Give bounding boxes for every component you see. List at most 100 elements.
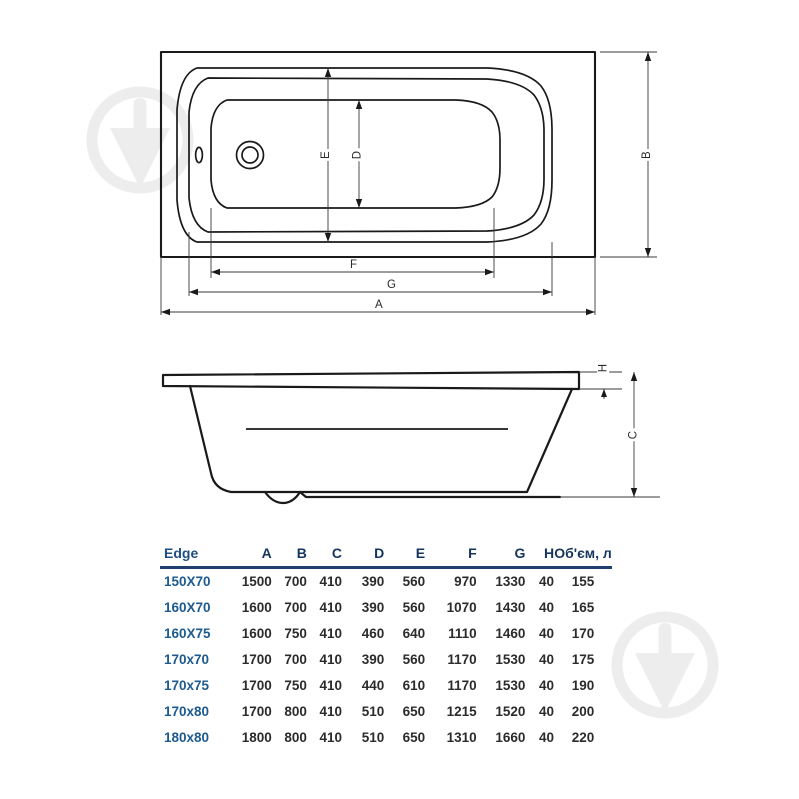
cell-g: 1460 [495,626,526,641]
cell-a: 1700 [241,678,272,693]
cell-h: 40 [539,600,555,615]
cell-b: 700 [284,574,307,589]
dimension-label-A: A [373,299,385,311]
cell-h: 40 [539,704,555,719]
cell-volume: 190 [571,678,595,693]
column-header-b: B [296,545,307,561]
cell-volume: 170 [571,626,595,641]
cell-f: 1215 [446,704,477,719]
cell-volume: 165 [571,600,595,615]
cell-volume: 200 [571,704,595,719]
cell-volume: 155 [571,574,595,589]
cell-f: 1070 [446,600,477,615]
column-header-c: C [331,545,342,561]
cell-c: 410 [319,574,342,589]
cell-model: 170x80 [164,704,210,719]
cell-g: 1530 [495,652,526,667]
column-header-h: H [543,545,555,561]
dimension-A [161,308,595,316]
cell-model: 160X70 [164,600,211,615]
cell-e: 640 [402,626,426,641]
cell-d: 390 [361,600,385,615]
cell-model: 170x70 [164,652,210,667]
column-header-a: A [261,545,272,561]
cell-f: 1170 [447,678,477,693]
cell-g: 1660 [495,730,526,745]
dimension-C [560,372,660,498]
tub-base-edge [298,490,562,499]
cell-d: 460 [361,626,385,641]
cell-h: 40 [539,652,555,667]
cell-g: 1330 [495,574,526,589]
cell-model: 150X70 [164,574,211,589]
cell-volume: 220 [571,730,595,745]
watermark-logo-bottom-right [611,611,719,719]
cell-e: 560 [402,652,426,667]
drain-inner-ring-icon [241,146,259,164]
column-header-g: G [514,545,526,561]
tub-rim-outline [176,67,553,243]
cell-c: 410 [319,652,342,667]
dimension-label-C: C [627,428,640,442]
dimension-label-G: G [385,279,399,291]
cell-d: 390 [361,574,385,589]
cell-d: 440 [361,678,385,693]
dimension-label-H: H [597,361,610,375]
cell-c: 410 [319,678,342,693]
cell-b: 800 [284,730,307,745]
watermark-logo-top-left [86,86,194,194]
cell-model: 160X75 [164,626,211,641]
cell-h: 40 [539,730,555,745]
drain-outer-ring-icon [235,140,265,170]
tub-rim-slab [161,370,581,391]
cell-a: 1600 [241,600,272,615]
cell-e: 650 [402,730,426,745]
table-header: Edge A B C D E F G H Об'єм, л [160,540,612,568]
column-header-model: Edge [164,545,199,561]
cell-a: 1500 [241,574,272,589]
cell-e: 610 [402,678,426,693]
cell-b: 750 [284,626,307,641]
cell-e: 560 [402,600,426,615]
table-row: 160X75 1600 750 410 460 640 1110 1460 40 170 [160,621,612,647]
cell-f: 970 [454,574,477,589]
column-header-d: D [374,545,385,561]
cell-c: 410 [319,626,342,641]
cell-h: 40 [539,678,555,693]
column-header-f: F [468,545,477,561]
tub-outer-outline [159,50,597,259]
cell-f: 1110 [448,626,477,641]
cell-model: 180x80 [164,730,210,745]
cell-c: 410 [319,730,342,745]
cell-model: 170x75 [164,678,210,693]
cell-a: 1700 [241,704,272,719]
cell-volume: 175 [571,652,595,667]
dimension-extension-lines [160,208,596,315]
cell-h: 40 [539,626,555,641]
cell-d: 390 [361,652,385,667]
table-body: 150X70 1500 700 410 390 560 970 1330 40 155 160X70… [160,568,612,752]
cell-e: 560 [402,574,426,589]
table-header-row: Edge A B C D E F G H Об'єм, л [160,540,612,568]
column-header-e: E [415,545,426,561]
tub-body-outline [188,384,574,494]
dimension-G [189,288,552,296]
tub-foot [263,490,302,505]
cell-d: 510 [361,730,385,745]
dimension-F [211,268,494,276]
cell-a: 1600 [241,626,272,641]
cell-b: 700 [284,652,307,667]
cell-f: 1310 [446,730,477,745]
cell-b: 700 [284,600,307,615]
cell-g: 1430 [495,600,526,615]
